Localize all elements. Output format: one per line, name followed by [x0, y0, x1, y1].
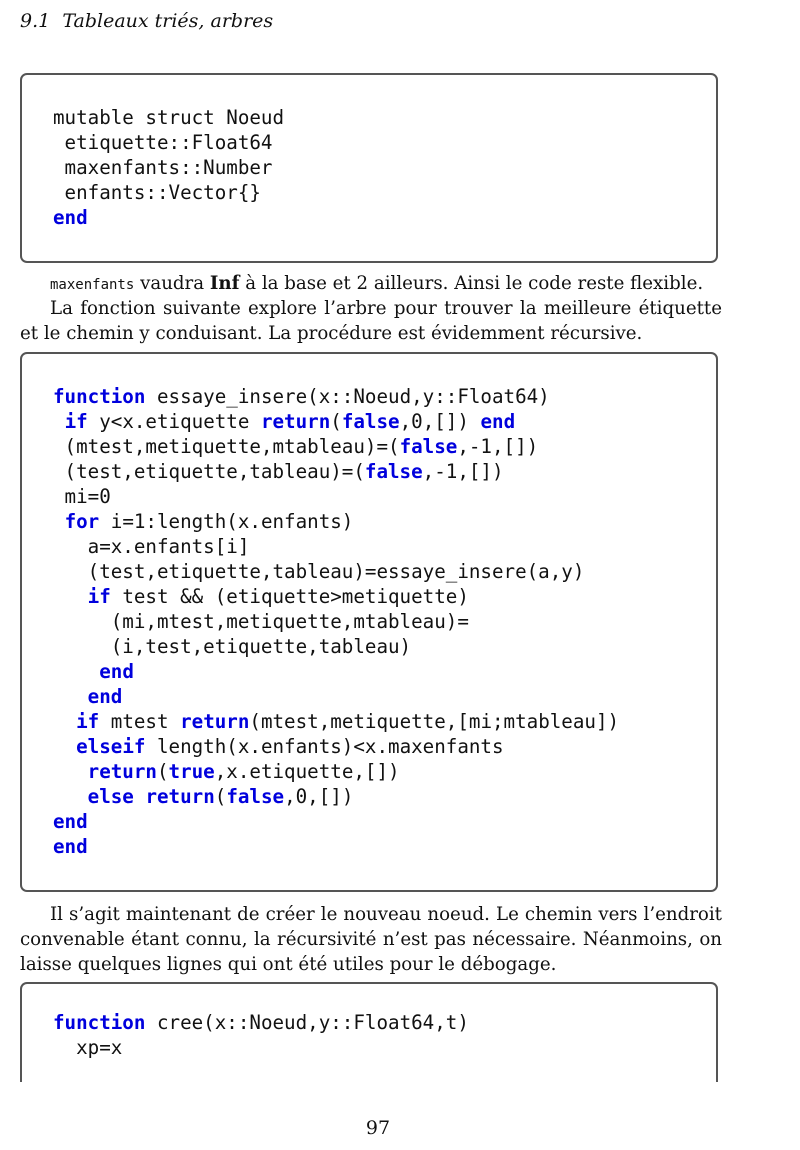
paragraph-maxenfants: maxenfants vaudra Inf à la base et 2 ail…: [50, 273, 704, 294]
code-listing: mutable struct Noeud etiquette::Float64 …: [53, 106, 285, 229]
section-title: Tableaux triés, arbres: [62, 10, 274, 32]
code-block-essaye-insere: function essaye_insere(x::Noeud,y::Float…: [20, 352, 718, 892]
code-block-cree: function cree(x::Noeud,y::Float64,t) xp=…: [20, 982, 718, 1082]
code-listing: function cree(x::Noeud,y::Float64,t) xp=…: [53, 1011, 469, 1059]
page-number: 97: [365, 1117, 391, 1139]
inline-code: maxenfants: [50, 277, 135, 293]
running-header: 9.1 Tableaux triés, arbres: [20, 10, 273, 32]
paragraph-create-node: Il s’agit maintenant de créer le nouveau…: [20, 904, 722, 975]
code-block-struct: mutable struct Noeud etiquette::Float64 …: [20, 73, 718, 263]
paragraph-intro-function: La fonction suivante explore l’arbre pou…: [20, 298, 722, 344]
code-listing: function essaye_insere(x::Noeud,y::Float…: [53, 385, 620, 858]
section-number: 9.1: [20, 10, 51, 32]
